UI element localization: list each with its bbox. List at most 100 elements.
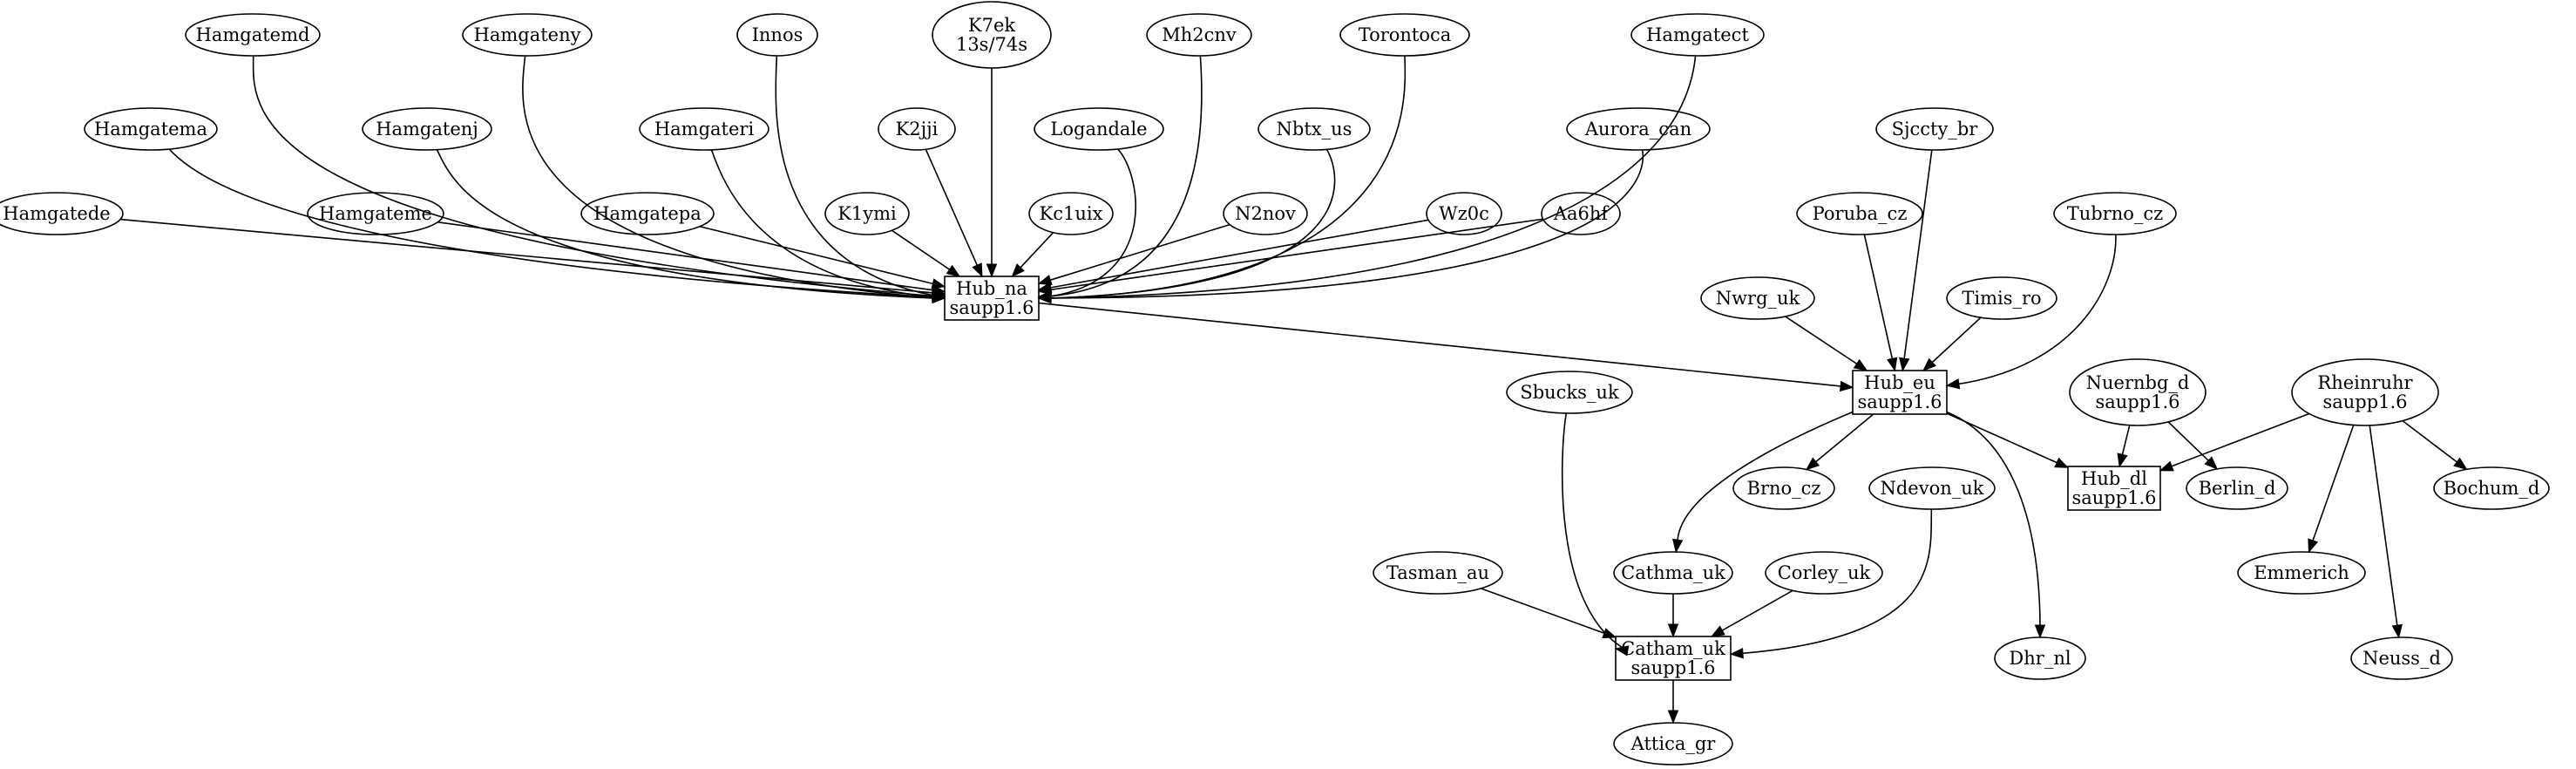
node-ellipse-shape	[1506, 371, 1633, 414]
edge-line	[436, 149, 933, 299]
node-ellipse-shape	[1373, 551, 1503, 595]
edge-line	[1863, 234, 1894, 359]
node-label: Hamgateme	[319, 203, 432, 224]
edge-k7ek-to-hub-na	[986, 68, 998, 278]
node-ellipse-shape	[462, 13, 593, 57]
node-sjccty-br: Sjccty_br	[1875, 107, 1994, 151]
node-label: Torontoca	[1359, 24, 1452, 45]
arrowhead	[1922, 357, 1936, 371]
edge-sjccty-br-to-hub-eu	[1899, 149, 1933, 372]
edge-hamgatepa-to-hub-na	[699, 225, 946, 289]
node-box-shape	[1852, 370, 1948, 415]
edge-hub-eu-to-brno-cz	[1805, 413, 1874, 471]
edge-hub-eu-to-cathma-uk	[1672, 411, 1854, 554]
edge-aa6hf-to-hub-na	[1037, 218, 1543, 296]
node-label: Hamgateny	[474, 24, 581, 45]
node-label: saupp1.6	[949, 297, 1034, 318]
edge-hamgatect-to-hub-na	[1037, 55, 1697, 304]
arrowhead	[1614, 645, 1630, 657]
node-ellipse-shape	[185, 13, 321, 57]
node-ellipse-shape	[580, 192, 715, 235]
edge-line	[119, 218, 933, 294]
arrowhead	[946, 264, 961, 277]
edge-rheinruhr-to-hub-dl	[2159, 412, 2310, 472]
arrowhead	[1667, 623, 1679, 638]
node-box-shape	[2067, 466, 2161, 511]
arrowhead	[2117, 453, 2128, 468]
edge-nwrg-uk-to-hub-eu	[1785, 316, 1868, 371]
node-label: Rheinruhr	[2317, 372, 2413, 393]
edge-aurora-can-to-hub-na	[1037, 149, 1644, 304]
node-ellipse-shape	[1257, 107, 1371, 151]
node-ndevon-uk: Ndevon_uk	[1868, 466, 1996, 510]
node-ellipse-shape	[1765, 551, 1883, 595]
arrowhead	[2391, 623, 2403, 639]
edge-rheinruhr-to-bochum-d	[2402, 420, 2468, 471]
edges-layer	[119, 55, 2468, 725]
arrowhead	[1887, 357, 1898, 372]
node-innos: Innos	[736, 13, 818, 57]
edge-catham-uk-to-attica-gr	[1667, 680, 1679, 725]
arrowhead	[2204, 456, 2219, 470]
edge-innos-to-hub-na	[775, 55, 946, 301]
node-timis-ro: Timis_ro	[1946, 276, 2057, 320]
edge-torontoca-to-hub-na	[1037, 55, 1407, 304]
edge-line	[1931, 316, 1982, 364]
node-ellipse-shape	[1796, 192, 1923, 235]
node-ellipse-shape	[639, 107, 769, 151]
node-ellipse-shape	[2237, 551, 2366, 595]
edge-line	[1050, 149, 1644, 299]
node-label: Tubrno_cz	[2067, 203, 2164, 224]
edge-line	[1742, 508, 1933, 655]
node-k1ymi: K1ymi	[824, 192, 910, 235]
node-ellipse-shape	[736, 13, 818, 57]
edge-line	[1038, 302, 1841, 387]
edge-k1ymi-to-hub-na	[891, 229, 961, 277]
node-cathma-uk: Cathma_uk	[1613, 551, 1733, 595]
edge-rheinruhr-to-neuss-d	[2369, 425, 2403, 639]
edge-line	[1677, 411, 1854, 541]
node-hamgateme: Hamgateme	[307, 192, 444, 235]
arrowhead	[2308, 538, 2319, 554]
edge-line	[1946, 411, 2041, 626]
node-label: Kc1uix	[1040, 203, 1103, 224]
node-label: Poruba_cz	[1813, 203, 1908, 224]
node-nwrg-uk: Nwrg_uk	[1700, 276, 1815, 320]
edge-wz0c-to-hub-na	[1037, 219, 1429, 293]
node-bochum-d: Bochum_d	[2433, 466, 2550, 510]
edge-line	[1050, 55, 1203, 297]
edge-line	[1481, 588, 1605, 635]
edge-hamgatenj-to-hub-na	[436, 149, 946, 304]
node-label: Hamgateri	[654, 119, 755, 140]
node-hamgateri: Hamgateri	[639, 107, 769, 151]
edge-line	[1050, 55, 1407, 299]
node-mh2cnv: Mh2cnv	[1146, 13, 1252, 57]
edge-line	[1050, 55, 1697, 299]
node-tubrno-cz: Tubrno_cz	[2053, 192, 2177, 235]
node-label: Hamgatenj	[376, 119, 478, 140]
node-ellipse-shape	[1613, 551, 1733, 595]
node-label: K1ymi	[837, 203, 897, 224]
node-ellipse-shape	[1146, 13, 1252, 57]
node-emmerich: Emmerich	[2237, 551, 2366, 595]
node-wz0c: Wz0c	[1426, 192, 1502, 235]
node-label: Dhr_nl	[2009, 648, 2071, 669]
node-poruba-cz: Poruba_cz	[1796, 192, 1923, 235]
edge-logandale-to-hub-na	[1037, 148, 1136, 303]
node-label: Corley_uk	[1778, 562, 1871, 583]
edge-hamgatema-to-hub-na	[168, 148, 946, 303]
node-label: Brno_cz	[1747, 478, 1821, 499]
node-ellipse-shape	[1732, 466, 1835, 510]
node-ellipse-shape	[362, 107, 492, 151]
edge-hub-eu-to-dhr-nl	[1946, 411, 2046, 639]
node-label: Hamgatede	[3, 203, 110, 224]
node-corley-uk: Corley_uk	[1765, 551, 1883, 595]
node-label: Hub_na	[956, 278, 1027, 299]
arrowhead	[972, 262, 983, 278]
edge-cathma-uk-to-catham-uk	[1667, 594, 1679, 638]
node-label: Wz0c	[1439, 203, 1489, 224]
edge-line	[2312, 425, 2355, 541]
